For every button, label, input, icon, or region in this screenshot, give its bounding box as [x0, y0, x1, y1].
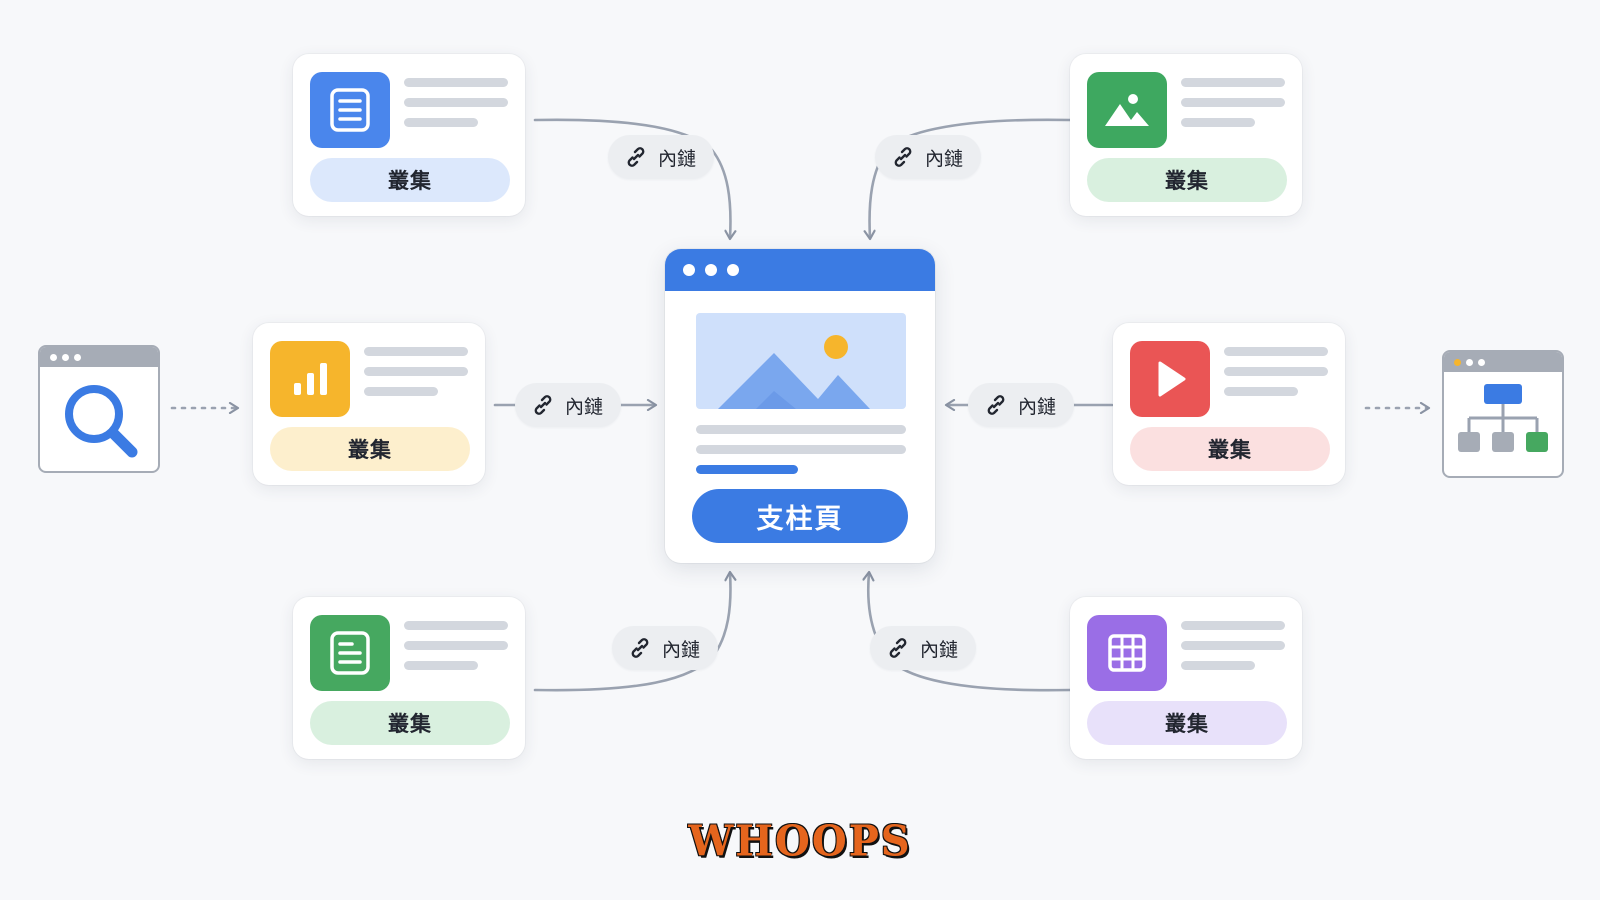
text-placeholder: [1181, 661, 1255, 670]
hero-image-icon: [696, 313, 906, 409]
search-browser: [38, 345, 160, 473]
text-placeholder: [404, 78, 508, 87]
text-placeholder: [404, 118, 478, 127]
internal-link-chip: 內鏈: [968, 383, 1075, 427]
text-placeholder: [404, 98, 508, 107]
internal-link-chip: 內鏈: [875, 135, 982, 179]
search-icon: [65, 385, 138, 458]
link-icon: [631, 638, 649, 658]
internal-link-chip: 內鏈: [612, 626, 719, 670]
text-placeholder: [404, 641, 508, 650]
text-placeholder: [696, 465, 798, 474]
document-icon: [310, 72, 390, 148]
browser-dot: [727, 264, 739, 276]
cluster-card-top-right: 叢集: [1070, 54, 1302, 216]
cluster-label: 叢集: [1130, 427, 1330, 471]
browser-dot: [74, 354, 81, 361]
cluster-card-mid-left: 叢集: [253, 323, 485, 485]
text-placeholder: [404, 661, 478, 670]
internal-link-chip: 內鏈: [870, 626, 977, 670]
cluster-label: 叢集: [270, 427, 470, 471]
text-placeholder: [1181, 78, 1285, 87]
browser-dot: [62, 354, 69, 361]
browser-dot: [50, 354, 57, 361]
sitemap-icon: [1458, 384, 1548, 452]
internal-link-chip: 內鏈: [608, 135, 715, 179]
cluster-card-bottom-left: 叢集: [293, 597, 525, 759]
chip-label: 內鏈: [920, 638, 959, 661]
cluster-label: 叢集: [310, 701, 510, 745]
chip-label: 內鏈: [658, 147, 697, 170]
sitemap-browser: [1442, 350, 1564, 478]
text-placeholder: [696, 445, 906, 454]
text-placeholder: [1181, 641, 1285, 650]
browser-dot: [1478, 359, 1485, 366]
text-placeholder: [1181, 118, 1255, 127]
bar-chart-icon: [270, 341, 350, 417]
cluster-card-bottom-right: 叢集: [1070, 597, 1302, 759]
browser-dot: [1466, 359, 1473, 366]
browser-dot: [1454, 359, 1461, 366]
internal-link-chip: 內鏈: [515, 383, 622, 427]
browser-top-bar: [40, 347, 158, 367]
watermark-text: WHOOPS: [688, 816, 912, 867]
cluster-label: 叢集: [1087, 158, 1287, 202]
text-placeholder: [1181, 621, 1285, 630]
browser-top-bar: [1444, 352, 1562, 372]
image-icon: [1087, 72, 1167, 148]
cluster-card-top-left: 叢集: [293, 54, 525, 216]
chip-label: 內鏈: [1018, 395, 1057, 418]
cluster-label: 叢集: [1087, 701, 1287, 745]
list-document-icon: [310, 615, 390, 691]
link-icon: [987, 395, 1005, 415]
link-icon: [894, 147, 912, 167]
play-icon: [1130, 341, 1210, 417]
text-placeholder: [364, 387, 438, 396]
browser-dot: [683, 264, 695, 276]
text-placeholder: [404, 621, 508, 630]
cluster-label: 叢集: [310, 158, 510, 202]
chip-label: 內鏈: [565, 395, 604, 418]
chip-label: 內鏈: [662, 638, 701, 661]
text-placeholder: [364, 367, 468, 376]
text-placeholder: [696, 425, 906, 434]
text-placeholder: [1181, 98, 1285, 107]
browser-header: [665, 249, 935, 291]
text-placeholder: [1224, 347, 1328, 356]
chip-label: 內鏈: [925, 147, 964, 170]
text-placeholder: [364, 347, 468, 356]
link-icon: [627, 147, 645, 167]
pillar-page-card: 支柱頁: [665, 249, 935, 563]
link-icon: [534, 395, 552, 415]
text-placeholder: [1224, 367, 1328, 376]
browser-dot: [705, 264, 717, 276]
link-icon: [889, 638, 907, 658]
text-placeholder: [1224, 387, 1298, 396]
table-icon: [1087, 615, 1167, 691]
cluster-card-mid-right: 叢集: [1113, 323, 1345, 485]
pillar-page-button[interactable]: 支柱頁: [692, 489, 908, 543]
